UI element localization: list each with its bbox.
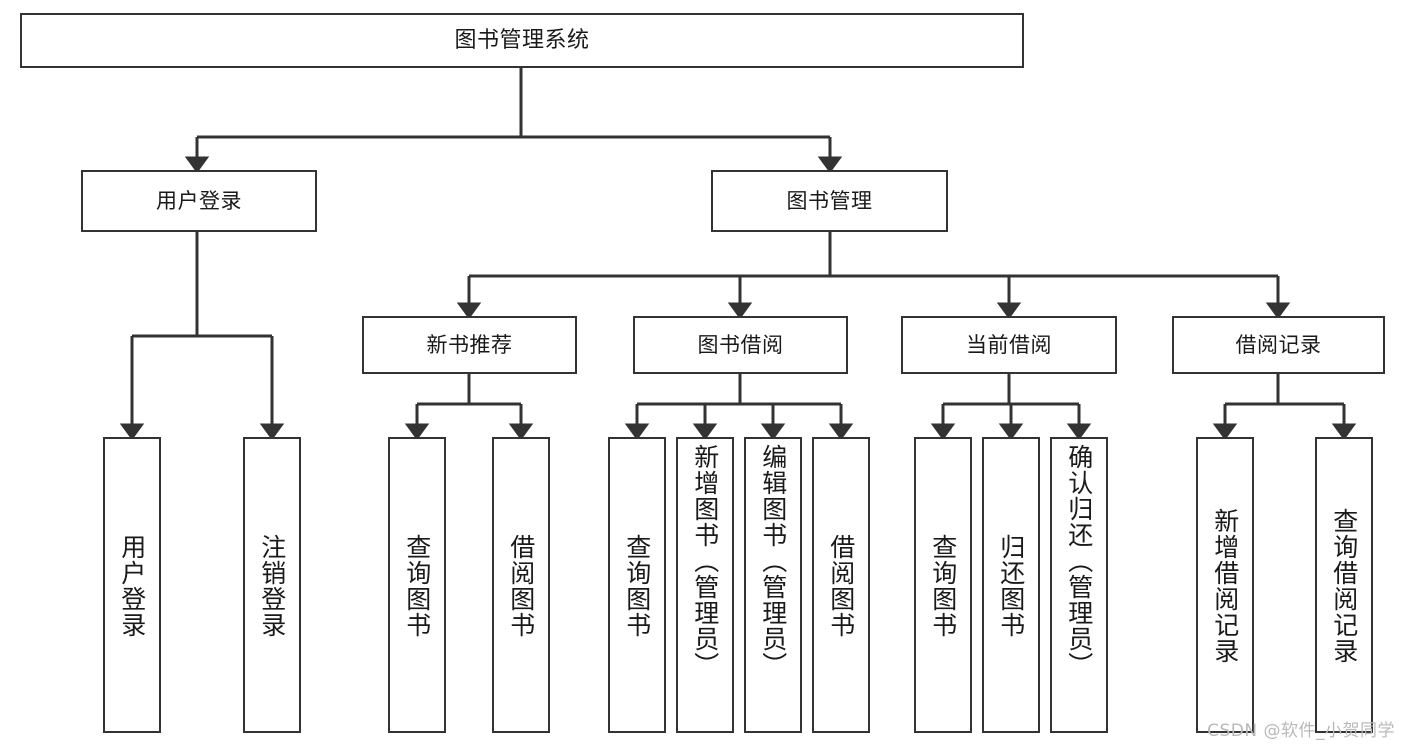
node-label: 借阅图书: [826, 534, 856, 638]
csdn-watermark: CSDN @软件_小贺同学: [1207, 721, 1395, 741]
node-user-login[interactable]: 用户登录: [81, 170, 317, 232]
node-label: 当前借阅: [966, 332, 1052, 357]
leaf-query-book-new[interactable]: 查询图书: [388, 437, 446, 733]
node-label: 图书管理: [786, 188, 873, 213]
node-label: 归还图书: [996, 534, 1026, 638]
node-label: 编辑图书（管理员）: [758, 444, 788, 678]
node-label: 新增借阅记录: [1210, 508, 1240, 664]
node-label: 确认归还（管理员）: [1064, 444, 1094, 678]
leaf-borrow-book[interactable]: 借阅图书: [812, 437, 870, 733]
node-label: 借阅记录: [1235, 332, 1322, 357]
node-label: 借阅图书: [506, 534, 536, 638]
leaf-query-book[interactable]: 查询图书: [608, 437, 666, 733]
node-book-borrowing[interactable]: 图书借阅: [633, 316, 848, 374]
node-label: 查询图书: [622, 534, 652, 638]
node-current-borrowing[interactable]: 当前借阅: [901, 316, 1117, 374]
node-borrowing-record[interactable]: 借阅记录: [1172, 316, 1385, 374]
node-label: 查询图书: [402, 534, 432, 638]
node-new-book-recommendation[interactable]: 新书推荐: [362, 316, 577, 374]
leaf-borrow-book-new[interactable]: 借阅图书: [492, 437, 550, 733]
leaf-user-login[interactable]: 用户登录: [103, 437, 161, 733]
leaf-query-book-current[interactable]: 查询图书: [914, 437, 972, 733]
leaf-logout[interactable]: 注销登录: [243, 437, 301, 733]
node-root-book-management-system[interactable]: 图书管理系统: [20, 13, 1024, 68]
node-label: 注销登录: [257, 534, 287, 638]
node-label: 新增图书（管理员）: [690, 444, 720, 678]
node-label: 图书借阅: [697, 332, 784, 357]
node-label: 图书管理系统: [454, 27, 590, 53]
node-label: 查询借阅记录: [1329, 508, 1359, 664]
leaf-return-book[interactable]: 归还图书: [982, 437, 1040, 733]
leaf-add-borrow-record[interactable]: 新增借阅记录: [1196, 437, 1254, 733]
node-label: 用户登录: [156, 188, 242, 213]
node-label: 用户登录: [117, 534, 147, 638]
node-label: 查询图书: [928, 534, 958, 638]
leaf-confirm-return-admin[interactable]: 确认归还（管理员）: [1050, 437, 1108, 733]
node-book-management[interactable]: 图书管理: [711, 170, 948, 232]
leaf-query-borrow-record[interactable]: 查询借阅记录: [1315, 437, 1373, 733]
leaf-add-book-admin[interactable]: 新增图书（管理员）: [676, 437, 734, 733]
leaf-edit-book-admin[interactable]: 编辑图书（管理员）: [744, 437, 802, 733]
node-label: 新书推荐: [426, 332, 513, 357]
